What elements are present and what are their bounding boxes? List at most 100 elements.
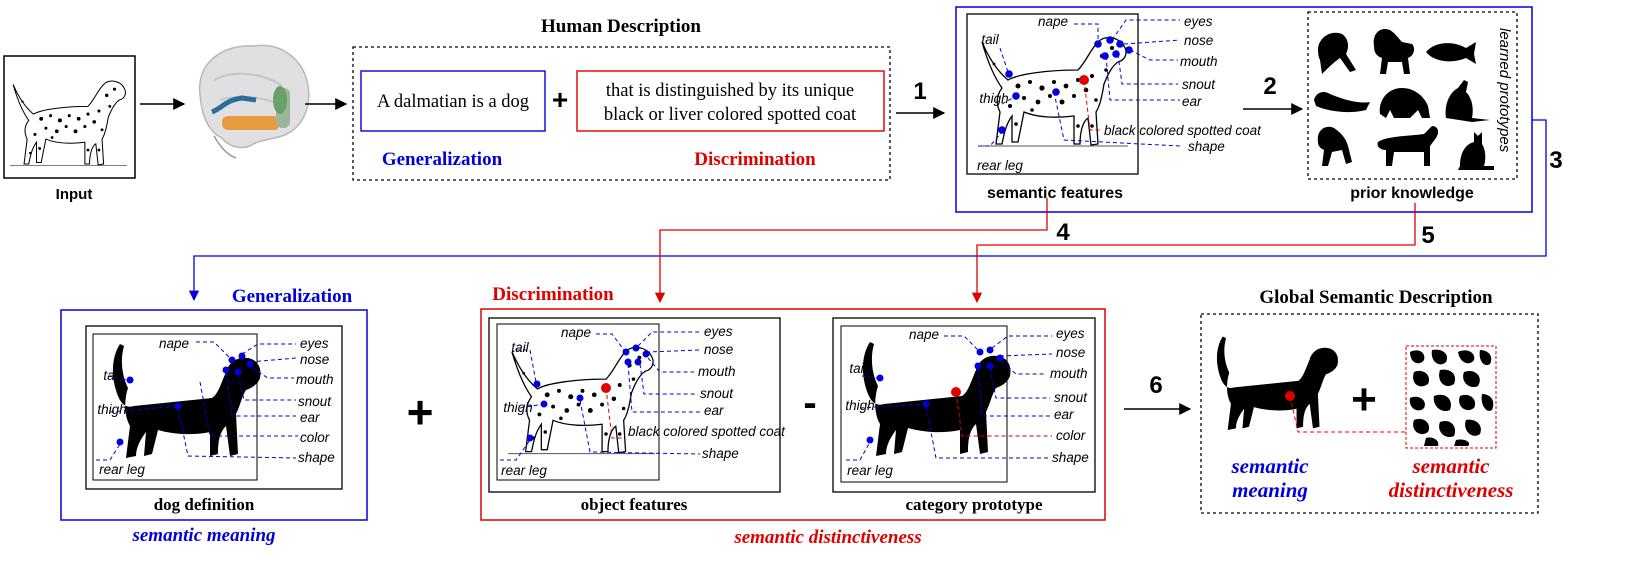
arrow-step-4 [654, 198, 1048, 304]
sf-shape-label: shape [1188, 139, 1225, 154]
prior-knowledge-panel: learned prototypes prior knowledge [1307, 11, 1518, 202]
gen-tail-label: tail [103, 368, 121, 383]
category-prototype-caption: category prototype [905, 495, 1043, 514]
input-label: Input [56, 186, 93, 203]
prototype-cat-icon [1458, 132, 1494, 170]
proto-tail-label: tail [849, 361, 867, 376]
step-1-label: 1 [913, 78, 926, 105]
obj-ear-label: ear [704, 403, 724, 418]
arrow-step-3 [188, 119, 1547, 302]
obj-eyes-label: eyes [704, 324, 733, 339]
obj-shape-label: shape [702, 446, 739, 461]
step-2-label: 2 [1263, 73, 1276, 100]
analysis-frame [955, 6, 1533, 213]
obj-nape-label: nape [561, 325, 591, 340]
step-6-label: 6 [1149, 372, 1162, 399]
sf-mouth-label: mouth [1180, 54, 1218, 69]
proto-shape-label: shape [1052, 450, 1089, 465]
gen-rear-leg-label: rear leg [99, 462, 145, 477]
learned-prototypes-label: learned prototypes [1496, 28, 1513, 153]
sf-nape-label: nape [1038, 14, 1068, 29]
semantic-distinctiveness-footer: semantic distinctiveness [733, 527, 921, 548]
generalization-panel-header: Generalization [232, 286, 353, 307]
gen-mouth-label: mouth [296, 372, 334, 387]
global-distinct-line1: semantic [1412, 454, 1491, 478]
global-meaning-line1: semantic [1231, 454, 1310, 478]
obj-rear-leg-label: rear leg [501, 463, 547, 478]
prototype-monkey-icon [1317, 126, 1352, 166]
obj-thigh-label: thigh [503, 400, 532, 415]
semantic-features-panel: nape eyes nose mouth snout ear tail thig… [966, 13, 1262, 202]
panel-minus-sign: - [803, 381, 816, 425]
discrimination-panel: Discrimination nape eyes [480, 284, 1106, 548]
global-meaning-line2: meaning [1232, 478, 1308, 502]
gen-thigh-label: thigh [97, 402, 126, 417]
human-description-title: Human Description [541, 16, 701, 37]
discrimination-text-line2: black or liver colored spotted coat [604, 105, 857, 125]
description-plus: + [552, 84, 568, 115]
object-features-caption: object features [581, 495, 688, 514]
sf-rear-leg-label: rear leg [977, 158, 1023, 173]
proto-nape-label: nape [909, 327, 939, 342]
sf-eyes-label: eyes [1184, 14, 1213, 29]
discrimination-panel-header: Discrimination [492, 284, 614, 305]
gen-nape-label: nape [159, 336, 189, 351]
proto-nose-label: nose [1056, 345, 1085, 360]
obj-nose-label: nose [704, 342, 733, 357]
gen-shape-label: shape [298, 450, 335, 465]
semantic-meaning-footer: semantic meaning [131, 525, 275, 546]
input-panel: Input [3, 55, 136, 203]
discrimination-text-line1: that is distinguished by its unique [606, 81, 854, 101]
sf-nose-label: nose [1184, 33, 1213, 48]
prototype-dog-icon [1373, 28, 1415, 75]
obj-mouth-label: mouth [698, 364, 736, 379]
obj-snout-label: snout [700, 386, 734, 401]
proto-ear-label: ear [1054, 407, 1074, 422]
proto-eyes-label: eyes [1056, 326, 1085, 341]
proto-snout-label: snout [1054, 390, 1088, 405]
gen-snout-label: snout [298, 394, 332, 409]
sf-ear-label: ear [1182, 94, 1202, 109]
discrimination-label: Discrimination [694, 149, 816, 170]
gen-nose-label: nose [300, 352, 329, 367]
obj-tail-label: tail [511, 340, 529, 355]
panel-plus-sign: + [407, 386, 434, 438]
prototype-horse-icon [1377, 126, 1439, 166]
sf-tail-label: tail [981, 32, 999, 47]
generalization-panel: Generalization nape eyes nose tai [60, 286, 368, 546]
prototype-bird-icon [1318, 32, 1356, 74]
step-5-label: 5 [1421, 222, 1434, 249]
prototype-fish-icon [1426, 42, 1476, 64]
spotted-coat-texture [1405, 345, 1497, 449]
step-4-label: 4 [1056, 219, 1070, 246]
gen-color-label: color [300, 430, 330, 445]
sf-snout-label: snout [1182, 77, 1216, 92]
prior-knowledge-caption: prior knowledge [1350, 185, 1474, 202]
semantic-features-caption: semantic features [987, 185, 1123, 202]
generalization-label: Generalization [382, 149, 503, 170]
obj-coat-label: black colored spotted coat [628, 424, 786, 439]
gen-ear-label: ear [300, 410, 320, 425]
proto-thigh-label: thigh [845, 398, 874, 413]
human-description-panel: Human Description A dalmatian is a dog +… [352, 16, 891, 181]
generalization-text: A dalmatian is a dog [377, 92, 529, 112]
sf-thigh-label: thigh [979, 91, 1008, 106]
prototype-kangaroo-icon [1445, 80, 1490, 122]
sf-coat-label: black colored spotted coat [1104, 123, 1262, 138]
proto-mouth-label: mouth [1050, 366, 1088, 381]
proto-color-label: color [1056, 428, 1086, 443]
global-distinct-line2: distinctiveness [1389, 478, 1514, 502]
prototype-seal-icon [1314, 92, 1370, 113]
gen-eyes-label: eyes [300, 336, 329, 351]
arrow-step-5 [971, 203, 1416, 304]
global-description-panel: Global Semantic Description + [1200, 287, 1539, 514]
discrimination-text-box [576, 70, 885, 132]
global-plus-sign: + [1351, 375, 1377, 424]
prototype-gorilla-icon [1379, 88, 1430, 118]
step-3-label: 3 [1549, 147, 1562, 174]
dog-definition-caption: dog definition [154, 495, 255, 514]
proto-rear-leg-label: rear leg [847, 463, 893, 478]
generalization-text-box [360, 70, 546, 132]
brain-image [199, 44, 310, 159]
global-description-title: Global Semantic Description [1259, 287, 1493, 308]
